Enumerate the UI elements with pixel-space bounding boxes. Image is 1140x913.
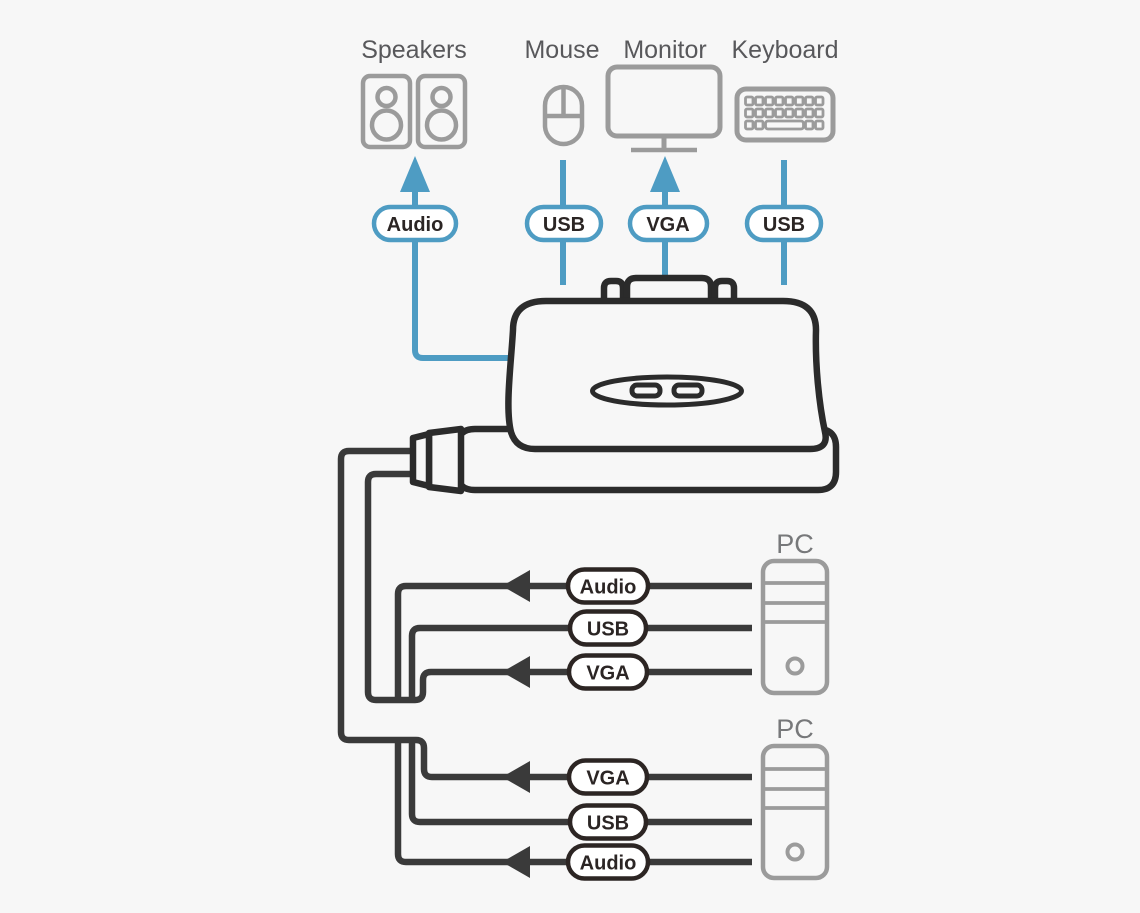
keyboard-usb-pill-label: USB	[763, 214, 805, 236]
mouse-icon	[542, 84, 585, 147]
pc1-usb-pill: USB	[567, 609, 649, 647]
pc1-vga-pill-label: VGA	[586, 663, 629, 685]
pc2-vga-arrow-icon	[502, 761, 530, 793]
keyboard-usb-pill: USB	[744, 204, 824, 243]
monitor-vga-pill-label: VGA	[646, 214, 689, 236]
pc1-audio-pill-label: Audio	[580, 577, 637, 599]
pc2-usb-pill-label: USB	[587, 813, 629, 835]
pc1-usb-pill-label: USB	[587, 619, 629, 641]
pc1-label: PC	[776, 529, 814, 559]
kvm-usb-port-1-icon	[629, 382, 663, 399]
pc2-tower-icon	[760, 743, 830, 881]
monitor-icon	[605, 64, 723, 153]
kvm-port-panel	[590, 374, 744, 408]
pc1-usb-line	[408, 624, 752, 700]
pc2-vga-pill-label: VGA	[586, 768, 629, 790]
mouse-label: Mouse	[524, 36, 599, 64]
pc1-vga-arrow-icon	[502, 656, 530, 688]
kvm-switch-icon	[409, 274, 840, 495]
mouse-usb-pill: USB	[524, 204, 604, 243]
speakers-audio-pill-label: Audio	[387, 214, 444, 236]
pc2-audio-line	[394, 740, 752, 866]
kvm-vga-port-icon	[600, 274, 738, 300]
pc2-audio-pill-label: Audio	[580, 853, 637, 875]
pc1-vga-pill: VGA	[566, 653, 650, 691]
pc2-vga-pill: VGA	[566, 758, 650, 796]
pc1-audio-pill: Audio	[565, 567, 651, 605]
kvm-cable-pc2	[337, 447, 752, 781]
pc1-audio-line	[394, 582, 752, 700]
pc1-tower-icon	[760, 558, 830, 696]
pc2-usb-pill: USB	[567, 803, 649, 841]
pc1-audio-arrow-icon	[502, 570, 530, 602]
pc2-label: PC	[776, 714, 814, 744]
keyboard-icon	[734, 86, 836, 143]
speakers-label: Speakers	[361, 36, 467, 64]
speakers-audio-pill: Audio	[371, 204, 459, 243]
pc2-usb-line	[408, 740, 752, 826]
keyboard-label: Keyboard	[731, 36, 838, 64]
audio-up-arrow-icon	[400, 156, 430, 192]
pc2-audio-arrow-icon	[502, 846, 530, 878]
mouse-usb-pill-label: USB	[543, 214, 585, 236]
speakers-audio-cable	[412, 186, 516, 361]
monitor-vga-pill: VGA	[627, 204, 710, 243]
kvm-cable-boot	[409, 425, 465, 495]
pc2-audio-pill: Audio	[565, 843, 651, 881]
monitor-label: Monitor	[623, 36, 706, 64]
vga-up-arrow-icon	[650, 156, 680, 192]
kvm-usb-port-2-icon	[671, 382, 705, 399]
speakers-icon	[360, 73, 468, 150]
